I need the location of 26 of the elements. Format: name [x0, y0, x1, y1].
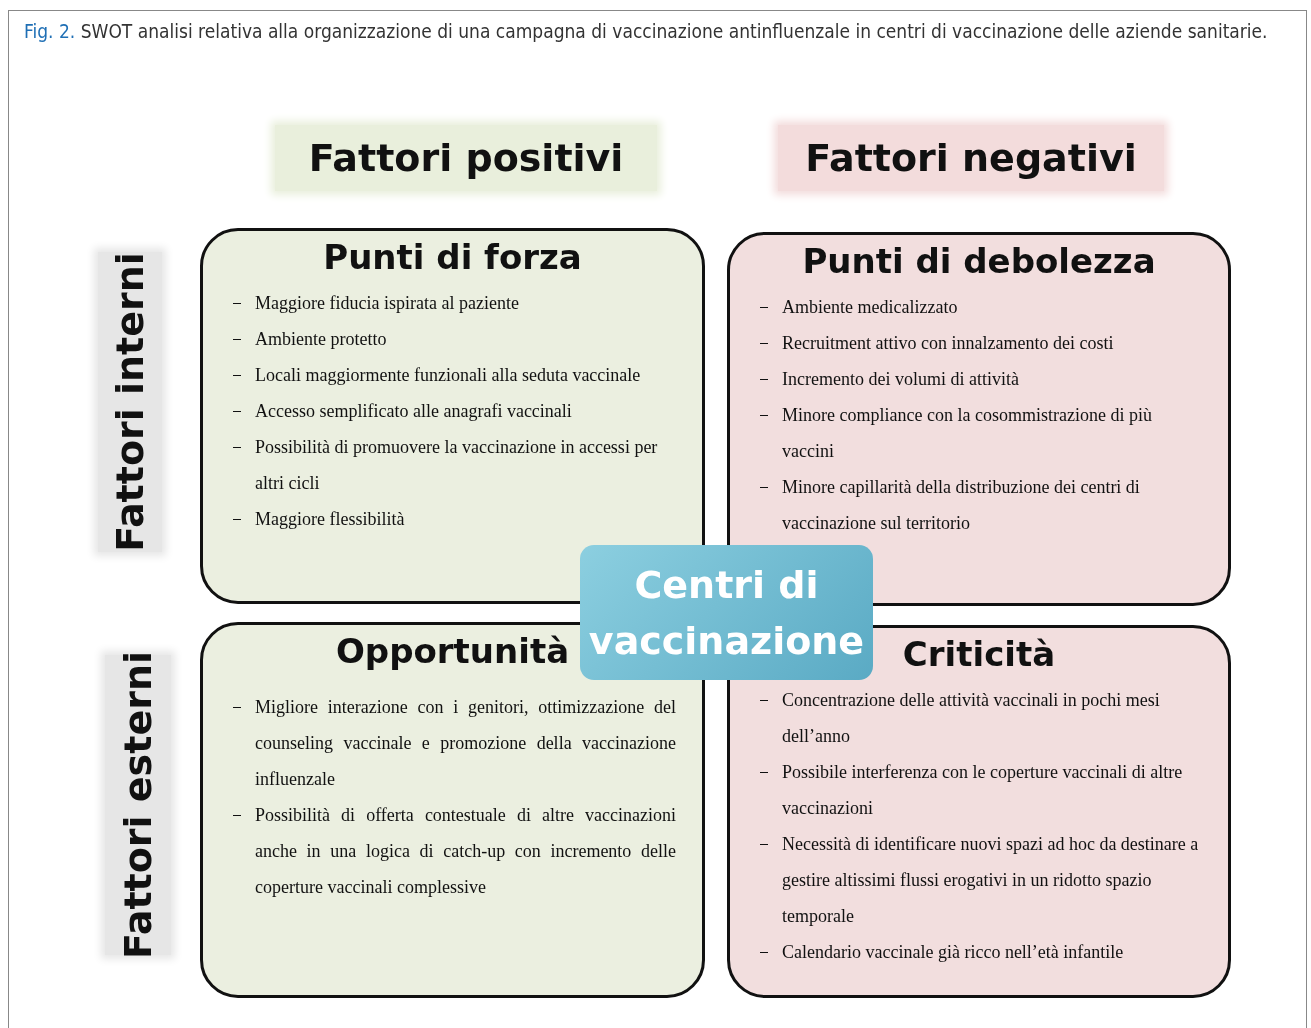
figure-caption: Fig. 2. SWOT analisi relativa alla organizzazione di una campagna di vaccinazione antinfluenzale in centri di vaccinazione delle aziende sanitarie.: [24, 19, 1269, 44]
list-item-text: Ambiente medicalizzato: [782, 296, 959, 319]
header-text: Fattori positivi: [308, 136, 624, 180]
quadrant-title: Punti di forza: [322, 237, 583, 277]
list-item-text: Minore capillarità della distribuzione dei centri di vaccinazione sul territorio: [782, 476, 1141, 535]
list-item-text: Calendario vaccinale già ricco nell’età infantile: [782, 941, 1125, 964]
list-item-text: Incremento dei volumi di attività: [782, 368, 1020, 391]
list-item-text: Accesso semplificato alle anagrafi vaccinali: [255, 400, 573, 423]
list-item-text: Possibile interferenza con le coperture vaccinali di altre vaccinazioni: [782, 761, 1184, 820]
list-item-text: Minore compliance con la cosommistrazione di più vaccini: [782, 404, 1153, 463]
center-title: Centri di vaccinazione: [587, 561, 866, 665]
list-item-text: Maggiore fiducia ispirata al paziente: [255, 292, 520, 315]
header-text: Fattori esterni: [116, 651, 160, 959]
list-item-text: Concentrazione delle attività vaccinali in pochi mesi dell’anno: [782, 689, 1161, 748]
center-box: [580, 545, 873, 680]
header-text: Fattori negativi: [805, 136, 1137, 180]
list-item-text: Possibilità di promuovere la vaccinazione in accessi per altri cicli: [255, 436, 659, 495]
list-item-text: Locali maggiormente funzionali alla seduta vaccinale: [255, 364, 642, 387]
list-item-text: Migliore interazione con i genitori, ottimizzazione del counseling vaccinale e promozione della vaccinazione influenzale: [255, 696, 676, 791]
header-text: Fattori interni: [108, 252, 152, 552]
list-item-text: Maggiore flessibilità: [255, 508, 406, 531]
list-item-text: Recruitment attivo con innalzamento dei costi: [782, 332, 1115, 355]
list-item-text: Ambiente protetto: [255, 328, 388, 351]
list-item-text: Possibilità di offerta contestuale di altre vaccinazioni anche in una logica di catch-up con incremento delle coperture vaccinali complessive: [255, 804, 676, 899]
list-item-text: Necessità di identificare nuovi spazi ad hoc da destinare a gestire altissimi flussi erogativi in un ridotto spazio temporale: [782, 833, 1200, 928]
quadrant-title: Punti di debolezza: [801, 241, 1157, 281]
